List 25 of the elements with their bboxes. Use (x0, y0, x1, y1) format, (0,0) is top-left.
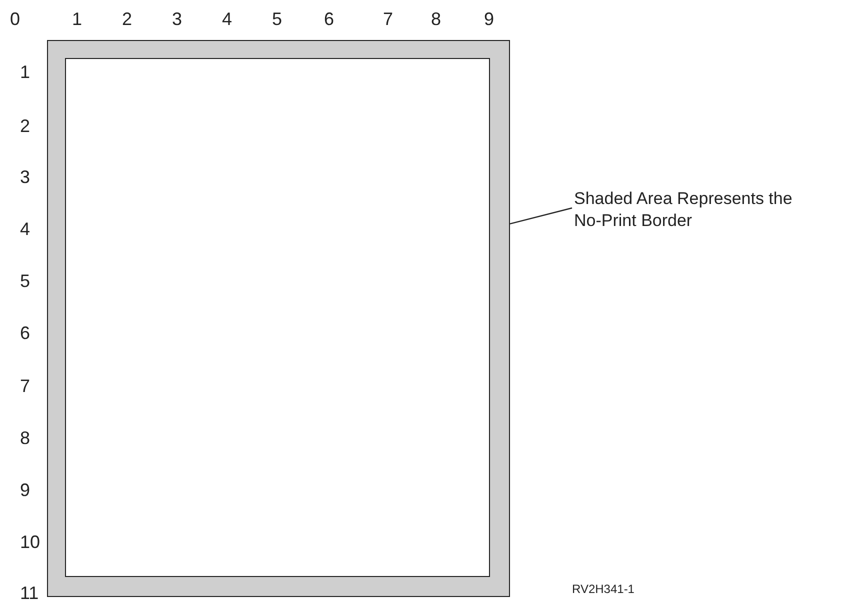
ruler-number: 0 (10, 9, 20, 30)
ruler-number: 2 (122, 9, 132, 30)
figure-id: RV2H341-1 (572, 582, 634, 596)
no-print-border (47, 40, 510, 597)
ruler-number: 8 (20, 428, 30, 449)
ruler-number: 8 (431, 9, 442, 30)
ruler-number: 11 (20, 583, 39, 604)
ruler-number: 7 (20, 376, 30, 397)
ruler-number: 3 (172, 9, 182, 30)
ruler-number: 9 (484, 9, 494, 30)
ruler-number: 5 (272, 9, 282, 30)
ruler-number: 3 (20, 167, 30, 188)
ruler-number: 2 (20, 116, 30, 137)
ruler-number: 1 (72, 9, 82, 30)
ruler-number: 6 (324, 9, 334, 30)
ruler-number: 10 (20, 532, 40, 553)
ruler-number: 4 (20, 219, 30, 240)
leader-line (510, 207, 572, 224)
ruler-number: 6 (20, 323, 30, 344)
ruler-number: 9 (20, 480, 30, 501)
callout-text: Shaded Area Represents the No-Print Border (574, 188, 824, 232)
ruler-number: 4 (222, 9, 232, 30)
ruler-number: 1 (20, 62, 30, 83)
ruler-number: 5 (20, 271, 30, 292)
ruler-number: 7 (383, 9, 394, 30)
